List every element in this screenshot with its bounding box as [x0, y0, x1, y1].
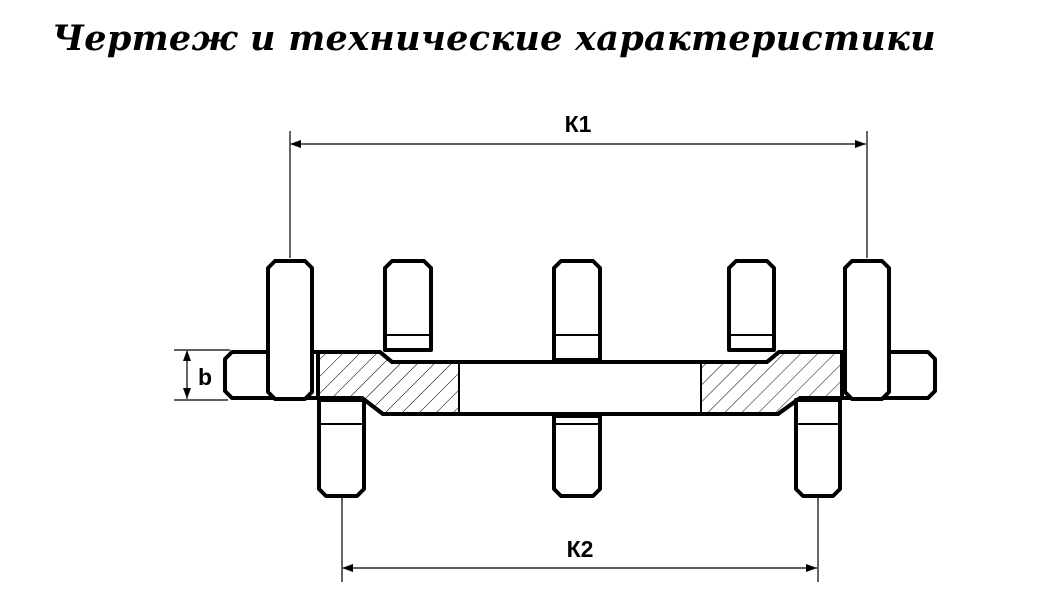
- long-bolt-right: [843, 259, 891, 401]
- dimension-k2-label: К2: [567, 536, 594, 562]
- dimension-b-label: b: [198, 364, 212, 390]
- long-bolt-left: [266, 259, 314, 401]
- lower-stud-1: [317, 398, 366, 498]
- upper-stud-2: [552, 259, 602, 362]
- dimension-k2: К2: [341, 498, 819, 582]
- dimension-b: b: [174, 349, 230, 401]
- spacer-plate: [316, 350, 844, 416]
- dimension-k1: К1: [289, 111, 868, 258]
- lower-stud-3: [794, 398, 842, 498]
- page-title: Чертеж и технические характеристики: [52, 18, 936, 59]
- upper-stud-1: [383, 259, 433, 352]
- dimension-k1-label: К1: [565, 111, 592, 137]
- upper-stud-3: [727, 259, 776, 352]
- lower-stud-2: [552, 414, 602, 498]
